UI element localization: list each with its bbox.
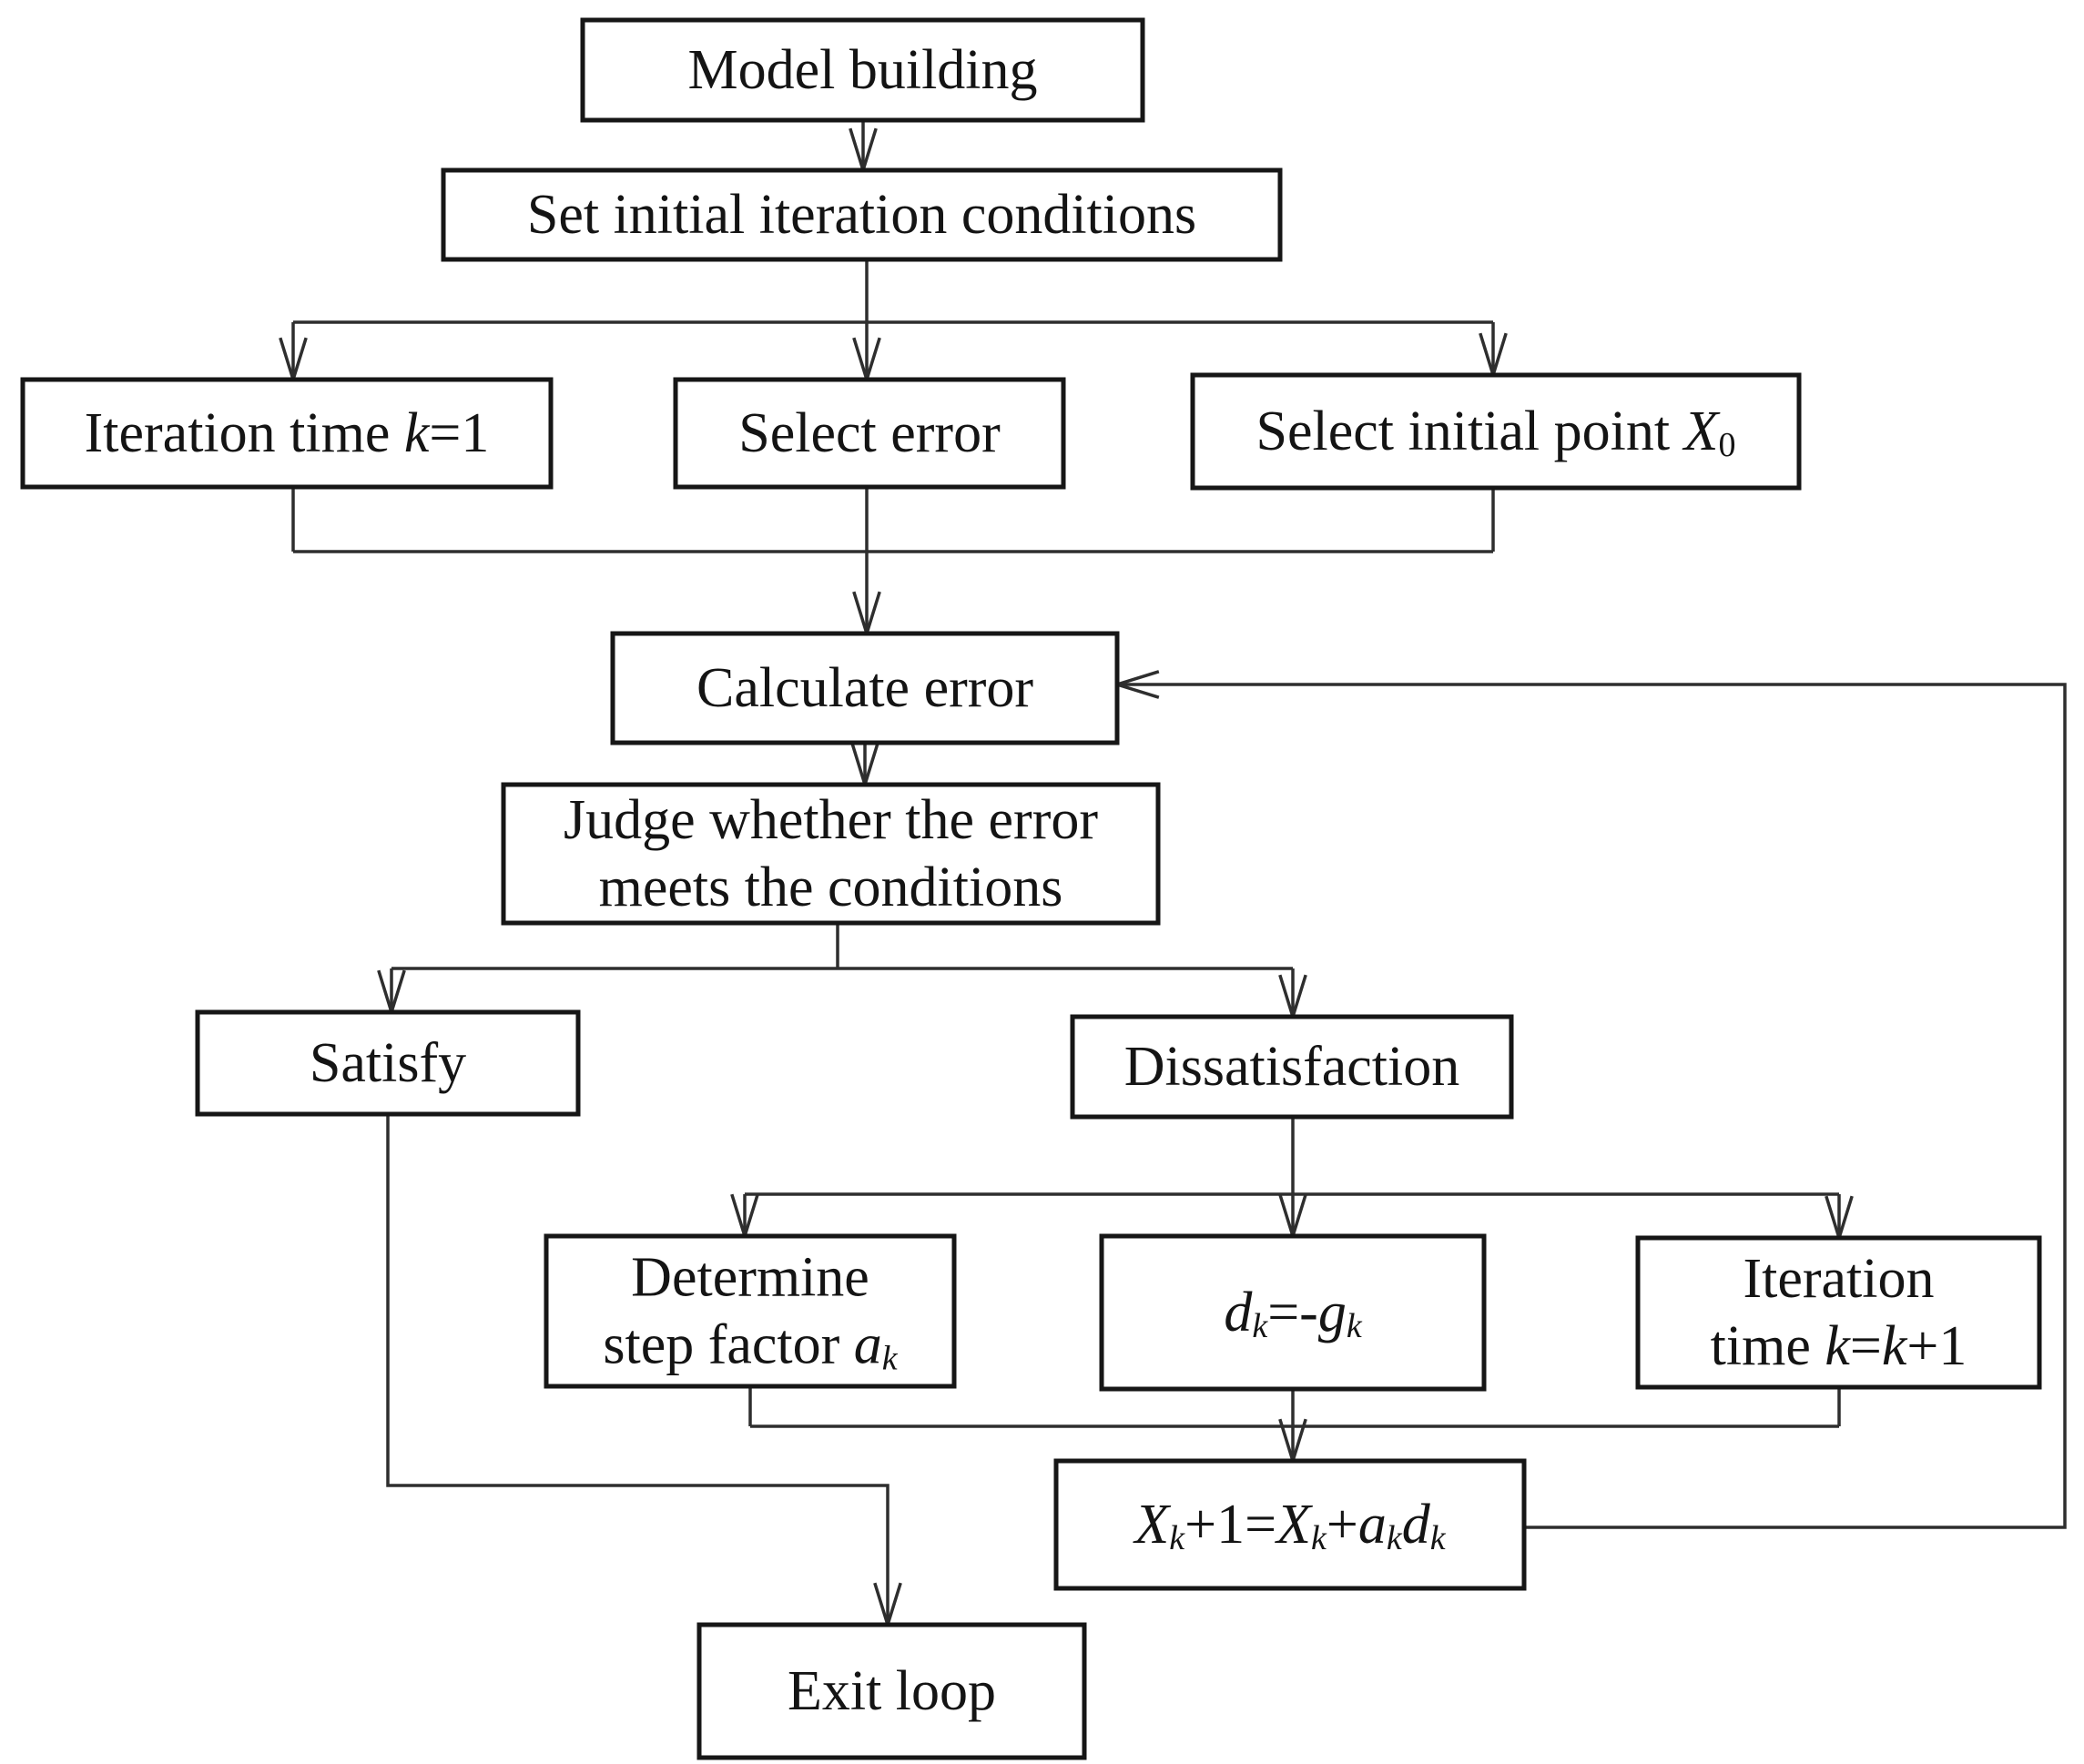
node-box-dk-equals-minus-gk	[1099, 1233, 1487, 1392]
node-box-calculate-error	[610, 631, 1120, 745]
node-box-determine-step-factor	[544, 1233, 957, 1389]
node-select-initial-point: Select initial point X0	[1190, 372, 1802, 491]
node-label-satisfy: Satisfy	[310, 1032, 466, 1094]
node-label-set-initial-conditions: Set initial iteration conditions	[527, 184, 1196, 246]
node-label-dissatisfaction: Dissatisfaction	[1124, 1036, 1460, 1098]
node-label-select-error: Select error	[738, 402, 1001, 464]
node-box-select-error	[673, 377, 1066, 490]
node-dk-equals-minus-gk: dk=-gk	[1099, 1233, 1487, 1392]
node-select-error: Select error	[673, 377, 1066, 490]
node-label-determine-step-factor-line2: step factor ak	[603, 1314, 898, 1378]
node-label-determine-step-factor-line1: Determine	[631, 1247, 869, 1309]
node-label-iteration-time-increment-line1: Iteration	[1743, 1248, 1934, 1310]
node-calculate-error: Calculate error	[610, 631, 1120, 745]
node-exit-loop: Exit loop	[696, 1622, 1087, 1760]
node-label-exit-loop: Exit loop	[788, 1660, 996, 1722]
node-label-select-initial-point: Select initial point X0	[1256, 400, 1736, 464]
node-box-select-initial-point	[1190, 372, 1802, 491]
node-label-iteration-time-increment-line2: time k=k+1	[1711, 1315, 1967, 1377]
node-label-judge-error-line2: meets the conditions	[599, 857, 1063, 918]
node-label-model-building: Model building	[687, 39, 1037, 101]
node-label-calculate-error: Calculate error	[696, 657, 1033, 719]
node-set-initial-conditions: Set initial iteration conditions	[441, 167, 1283, 262]
node-label-x-update: Xk+1=Xk+akdk	[1132, 1494, 1446, 1557]
edge-satisfy-to-exit-loop	[386, 1114, 890, 1625]
node-label-iteration-time-k1: Iteration time k=1	[85, 402, 490, 464]
node-box-iteration-time-k1	[20, 377, 554, 490]
node-label-judge-error-line1: Judge whether the error	[564, 789, 1098, 851]
node-box-satisfy	[195, 1009, 581, 1117]
node-box-x-update	[1053, 1458, 1527, 1591]
node-satisfy: Satisfy	[195, 1009, 581, 1117]
node-dissatisfaction: Dissatisfaction	[1070, 1014, 1514, 1120]
node-box-judge-error	[501, 782, 1161, 926]
node-model-building: Model building	[580, 17, 1145, 123]
node-box-model-building	[580, 17, 1145, 123]
edge-x-update-feedback-to-calculate	[1117, 683, 2067, 1529]
node-box-dissatisfaction	[1070, 1014, 1514, 1120]
edges-layer	[279, 120, 2067, 1630]
node-box-iteration-time-increment	[1635, 1235, 2042, 1390]
node-box-exit-loop	[696, 1622, 1087, 1760]
node-box-set-initial-conditions	[441, 167, 1283, 262]
node-x-update: Xk+1=Xk+akdk	[1053, 1458, 1527, 1591]
node-iteration-time-k1: Iteration time k=1	[20, 377, 554, 490]
node-label-dk-equals-minus-gk: dk=-gk	[1224, 1282, 1363, 1345]
